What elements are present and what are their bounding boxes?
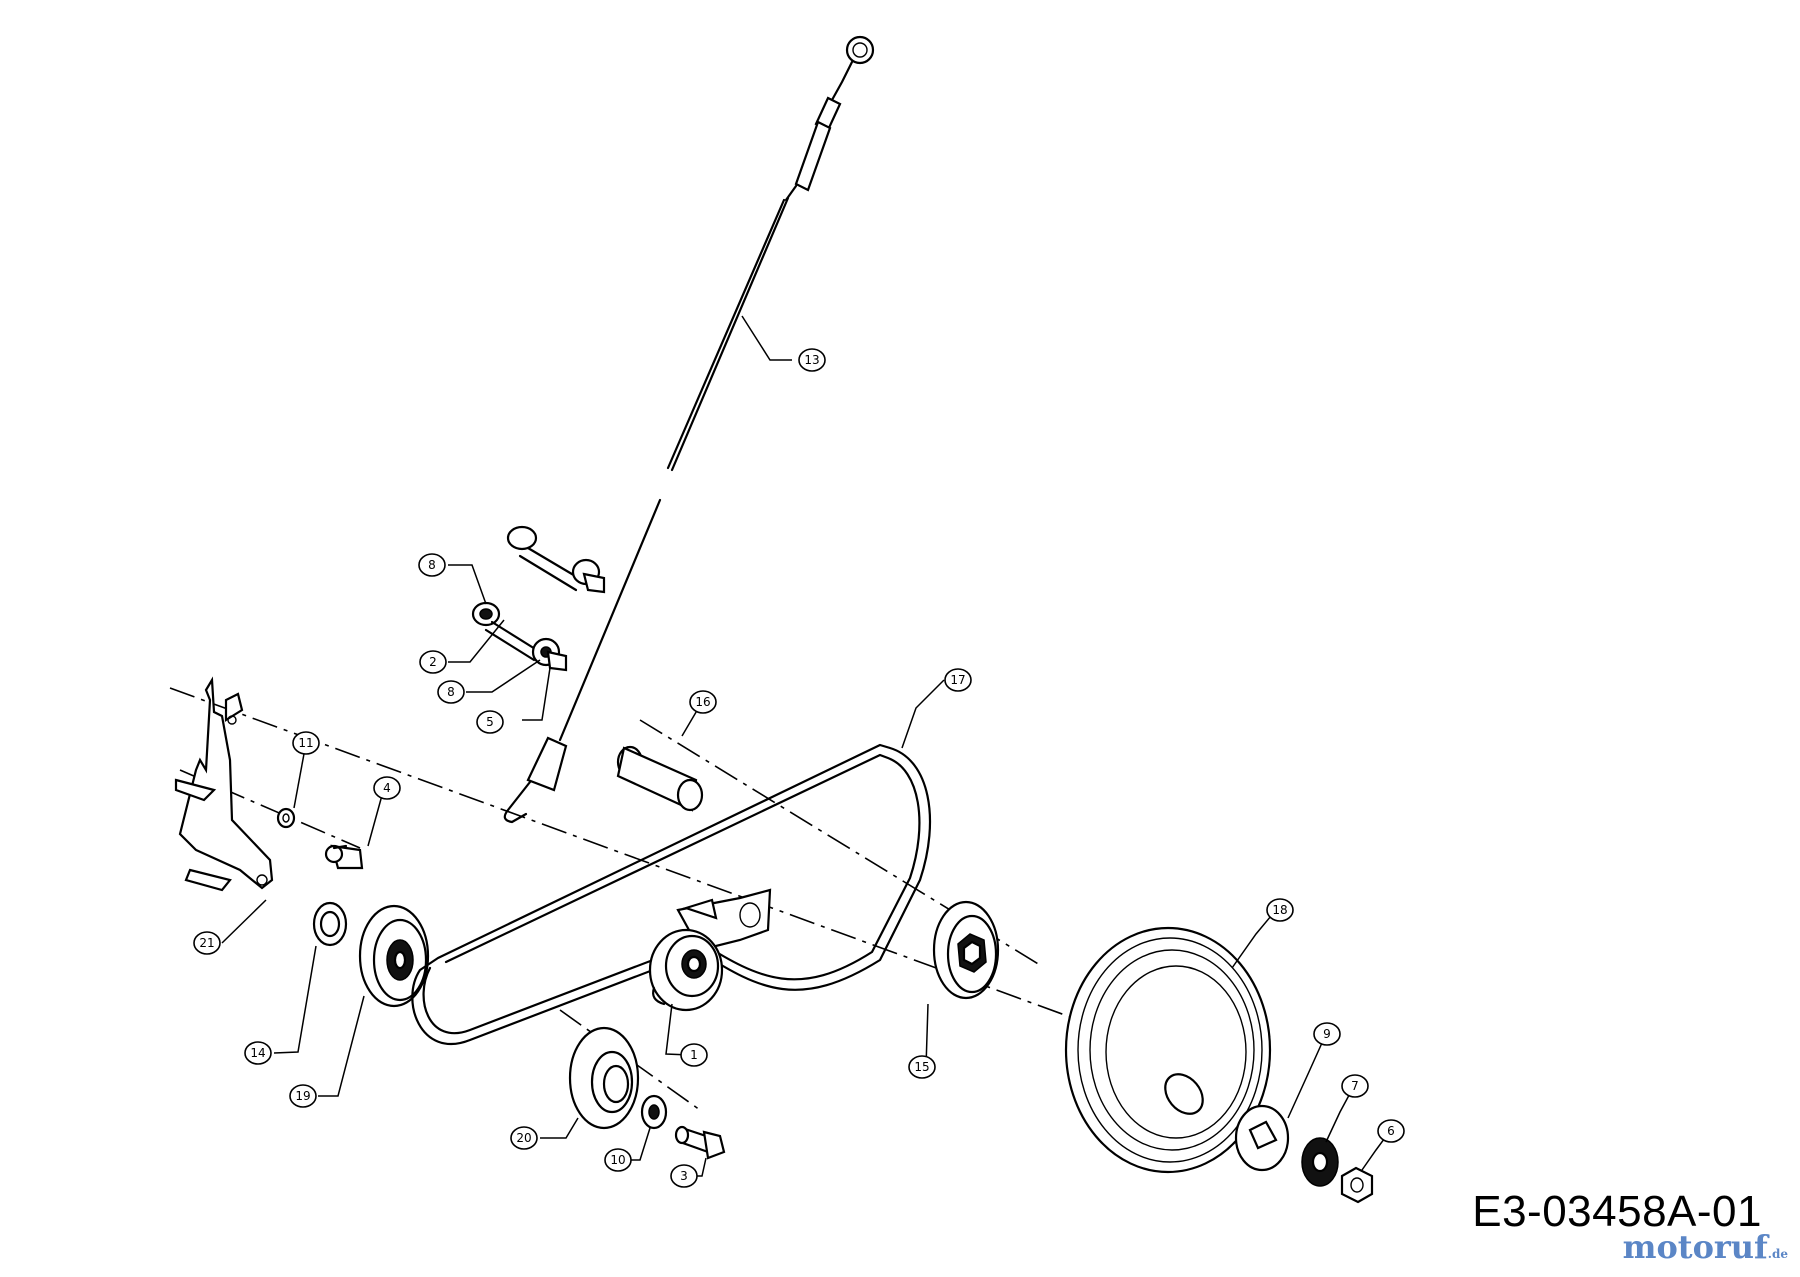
idler-pin-upper <box>506 525 606 594</box>
hex-nut-6 <box>1340 1166 1374 1204</box>
control-cable <box>503 35 875 824</box>
keyed-washer-9 <box>1234 1104 1290 1172</box>
svg-text:20: 20 <box>516 1131 531 1145</box>
callout-2: 2 <box>419 650 447 674</box>
svg-text:5: 5 <box>486 715 494 729</box>
svg-text:7: 7 <box>1351 1079 1359 1093</box>
svg-text:8: 8 <box>428 558 436 572</box>
callout-16: 16 <box>689 690 717 714</box>
watermark-name: motoruf <box>1622 1228 1768 1266</box>
flat-washer-14 <box>312 901 348 947</box>
svg-text:11: 11 <box>298 736 313 750</box>
callout-14: 14 <box>244 1041 272 1065</box>
svg-text:1: 1 <box>690 1048 698 1062</box>
svg-text:16: 16 <box>695 695 710 709</box>
callout-10: 10 <box>604 1148 632 1172</box>
idler-arm-assembly <box>648 888 772 1012</box>
idler-pin-lower <box>471 601 568 672</box>
hex-bolt-3 <box>674 1125 726 1160</box>
svg-text:6: 6 <box>1387 1124 1395 1138</box>
large-pulley-18 <box>1064 926 1272 1174</box>
callout-15: 15 <box>908 1055 936 1079</box>
svg-text:8: 8 <box>447 685 455 699</box>
flat-washer-10 <box>640 1094 668 1130</box>
mounting-bracket <box>174 676 274 892</box>
callout-8-lower: 8 <box>437 680 465 704</box>
callout-11: 11 <box>292 731 320 755</box>
pulley-centerline <box>559 1009 701 1111</box>
svg-text:13: 13 <box>804 353 819 367</box>
callout-17: 17 <box>944 668 972 692</box>
callout-5: 5 <box>476 710 504 734</box>
callout-18: 18 <box>1266 898 1294 922</box>
flat-washer-7 <box>1301 1137 1339 1187</box>
svg-text:17: 17 <box>950 673 965 687</box>
watermark-tld: .de <box>1767 1247 1788 1261</box>
svg-text:14: 14 <box>250 1046 265 1060</box>
svg-text:4: 4 <box>383 781 391 795</box>
pulley-half-20 <box>568 1026 640 1130</box>
hex-bolt-4 <box>324 844 364 870</box>
shaft-centerline <box>169 687 1189 1061</box>
svg-text:3: 3 <box>680 1169 688 1183</box>
callout-7: 7 <box>1341 1074 1369 1098</box>
callout-1: 1 <box>680 1043 708 1067</box>
callout-4: 4 <box>373 776 401 800</box>
svg-text:15: 15 <box>914 1060 929 1074</box>
callout-20: 20 <box>510 1126 538 1150</box>
callout-19: 19 <box>289 1084 317 1108</box>
spacer-tube <box>616 745 704 812</box>
callout-13: 13 <box>798 348 826 372</box>
svg-text:10: 10 <box>610 1153 625 1167</box>
callout-21: 21 <box>193 931 221 955</box>
drawing-number: E3-03458A-01 <box>1472 1187 1762 1236</box>
svg-text:19: 19 <box>295 1089 310 1103</box>
pulley-15 <box>932 900 1000 1000</box>
svg-text:2: 2 <box>429 655 437 669</box>
lock-washer-11 <box>276 807 296 829</box>
callout-9: 9 <box>1313 1022 1341 1046</box>
belt-guide-centerline <box>639 719 1041 966</box>
callout-6: 6 <box>1377 1119 1405 1143</box>
callout-3: 3 <box>670 1164 698 1188</box>
bracket-bolt-centerline <box>179 769 361 849</box>
svg-text:9: 9 <box>1323 1027 1331 1041</box>
svg-text:18: 18 <box>1272 903 1287 917</box>
pulley-half-19 <box>358 904 430 1008</box>
svg-text:21: 21 <box>199 936 214 950</box>
watermark-logo: motoruf.de <box>1623 1228 1788 1266</box>
callout-8-upper: 8 <box>418 553 446 577</box>
v-belt <box>411 743 932 1046</box>
